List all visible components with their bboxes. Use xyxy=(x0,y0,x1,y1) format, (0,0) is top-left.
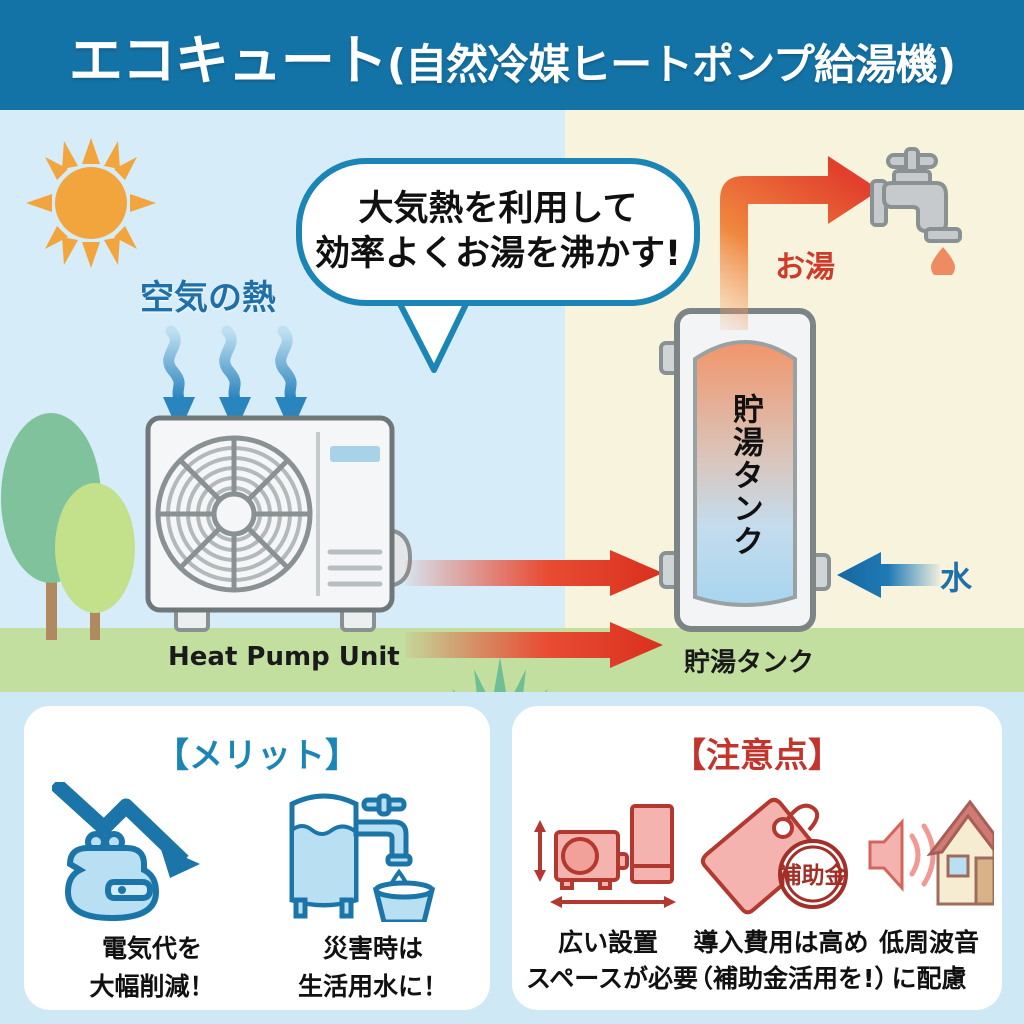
caution-item-caption-line2: に配慮 xyxy=(891,964,967,993)
red-right-arrows-icon xyxy=(405,550,663,668)
bubble-line-1: 大気熱を利用して xyxy=(358,189,638,230)
blue-left-arrow-icon xyxy=(837,552,940,598)
page-title-paren: (自然冷媒ヒートポンプ給湯機) xyxy=(386,39,956,89)
air-heat-label: 空気の熱 xyxy=(140,278,276,318)
heat-pump-unit-icon xyxy=(145,415,413,632)
page-title-main: エコキュート xyxy=(68,28,388,92)
merit-item-caption-line2: 生活用水に！ xyxy=(297,972,448,1001)
faucet-icon xyxy=(870,147,962,275)
page-title: エコキュート(自然冷媒ヒートポンプ給湯機) xyxy=(68,16,956,95)
caution-item-cost: 補助金 導入費用は高め （補助金活用を!） xyxy=(688,792,900,994)
header-banner: エコキュート(自然冷媒ヒートポンプ給湯機) xyxy=(0,0,1024,110)
merit-item-caption-line1: 災害時は xyxy=(322,934,423,963)
hot-water-label: お湯 xyxy=(775,250,835,285)
caution-item-installation-space: 広い設置 スペースが必要 xyxy=(526,792,699,994)
caution-item-caption-line2: スペースが必要 xyxy=(526,964,699,993)
trees-icon xyxy=(1,413,135,640)
hot-water-pipe-arrow-icon xyxy=(720,156,880,330)
merit-item-caption-line1: 電気代を xyxy=(101,934,202,963)
grass-icon xyxy=(452,657,548,692)
bottom-section: 【メリット】 電気代を 大幅削減！ xyxy=(0,692,1024,1024)
bubble-line-2: 効率よくお湯を沸かす! xyxy=(315,234,681,274)
water-tank-bucket-icon xyxy=(289,793,436,925)
caution-card: 【注意点】 xyxy=(512,706,1002,1010)
caution-card-title: 【注意点】 xyxy=(672,736,842,776)
caution-item-noise: 低周波音 に配慮 xyxy=(864,792,996,994)
sun-icon xyxy=(26,138,156,268)
caution-item-caption-line1: 導入費用は高め xyxy=(693,928,869,957)
diagram-scene: 空気の熱 xyxy=(0,110,1024,692)
subsidy-stamp-text: 補助金 xyxy=(778,862,849,889)
wallet-down-arrow-icon xyxy=(49,777,200,922)
caution-item-caption-line2: （補助金活用を!） xyxy=(688,964,900,993)
low-frequency-noise-house-icon xyxy=(868,799,996,906)
storage-tank-icon xyxy=(659,308,831,632)
speech-bubble-tail xyxy=(395,296,471,373)
merit-item-caption-line2: 大幅削減！ xyxy=(89,972,215,1001)
merit-item-electricity-savings: 電気代を 大幅削減！ xyxy=(42,777,262,1002)
cold-water-label: 水 xyxy=(940,559,973,597)
ground-label-heat-pump: Heat Pump Unit xyxy=(168,642,400,672)
merit-card: 【メリット】 電気代を 大幅削減！ xyxy=(24,706,490,1010)
merit-card-title: 【メリット】 xyxy=(155,736,359,776)
installation-space-icon xyxy=(534,804,676,908)
ground-label-tank: 貯湯タンク xyxy=(684,648,815,678)
price-tag-subsidy-icon: 補助金 xyxy=(700,797,849,915)
speech-bubble: 大気熱を利用して 効率よくお湯を沸かす! xyxy=(296,158,700,306)
wavy-down-arrows-icon xyxy=(163,325,307,433)
merit-item-emergency-water: 災害時は 生活用水に！ xyxy=(270,782,476,1002)
caution-item-caption-line1: 広い設置 xyxy=(557,928,658,957)
tank-label: 貯湯タンク xyxy=(727,393,763,558)
caution-item-caption-line1: 低周波音 xyxy=(878,928,979,957)
